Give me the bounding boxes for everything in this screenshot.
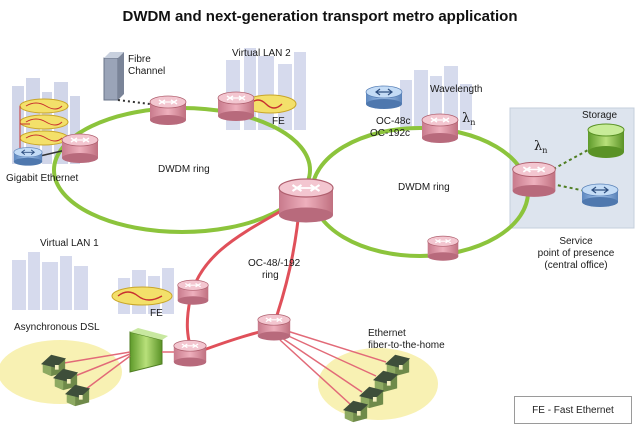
label-service-pop-2: point of presence xyxy=(538,248,615,259)
label-service-pop-1: Service xyxy=(559,236,593,247)
router-fibre-channel[interactable] xyxy=(149,95,187,126)
label-ethernet-ftth-1: Ethernet xyxy=(368,328,406,339)
label-oc48c: OC-48c xyxy=(376,116,410,127)
label-service-pop-3: (central office) xyxy=(544,260,607,271)
label-storage: Storage xyxy=(582,110,617,121)
router-service-pop[interactable] xyxy=(511,161,557,198)
router-core-hub[interactable] xyxy=(277,177,335,224)
legend-text: FE - Fast Ethernet xyxy=(532,404,614,416)
legend-box: FE - Fast Ethernet xyxy=(514,396,632,424)
router-dwdm-right-bottom[interactable] xyxy=(427,235,459,262)
label-oc-ring-1: OC-48/-192 xyxy=(248,258,301,269)
label-virtual-lan-2: Virtual LAN 2 xyxy=(232,48,291,59)
fibre-channel-link xyxy=(117,99,151,105)
ftth-links xyxy=(279,329,387,405)
label-dwdm-ring-right: DWDM ring xyxy=(398,182,450,193)
router-gigabit[interactable] xyxy=(61,133,99,164)
label-wavelength: Wavelength xyxy=(430,84,482,95)
label-gigabit-ethernet: Gigabit Ethernet xyxy=(6,173,78,184)
label-oc192c: OC-192c xyxy=(370,128,410,139)
router-vlan1[interactable] xyxy=(177,279,209,306)
router-vlan2[interactable] xyxy=(217,91,255,122)
label-ethernet-ftth-2: fiber-to-the-home xyxy=(368,340,445,351)
label-fibre-channel-2: Channel xyxy=(128,66,165,77)
gigabit-lan-stack xyxy=(19,98,69,148)
city-skyline-vlan1 xyxy=(12,252,88,310)
label-fe-top: FE xyxy=(272,116,285,127)
label-lambda-wavelength: λn xyxy=(462,111,475,127)
vlan1-fe-pattern xyxy=(117,291,163,301)
label-fe-bottom: FE xyxy=(150,308,163,319)
router-wavelength[interactable] xyxy=(421,113,459,144)
vlan1-fe-ring xyxy=(111,286,173,306)
fibre-channel-device xyxy=(103,52,124,101)
label-fibre-channel-1: Fibre xyxy=(128,54,151,65)
diagram-title: DWDM and next-generation transport metro… xyxy=(122,8,517,25)
label-virtual-lan-1: Virtual LAN 1 xyxy=(40,238,99,249)
router-dsl[interactable] xyxy=(173,339,207,368)
vlan2-fe-pattern xyxy=(249,99,283,109)
blue-router-oc48c[interactable] xyxy=(365,85,403,110)
blue-router-service-pop[interactable] xyxy=(581,183,619,208)
gigabit-link xyxy=(39,149,67,157)
storage-device[interactable] xyxy=(587,123,625,158)
router-oc-ring-right[interactable] xyxy=(257,313,291,342)
label-oc-ring-2: ring xyxy=(262,270,279,281)
blue-router-gigabit[interactable] xyxy=(13,147,43,167)
label-dwdm-ring-left: DWDM ring xyxy=(158,164,210,175)
dsl-multiplexer xyxy=(129,328,168,373)
label-asynchronous-dsl: Asynchronous DSL xyxy=(14,322,100,333)
dsl-links xyxy=(57,351,188,393)
label-lambda-pop: λn xyxy=(534,139,547,155)
